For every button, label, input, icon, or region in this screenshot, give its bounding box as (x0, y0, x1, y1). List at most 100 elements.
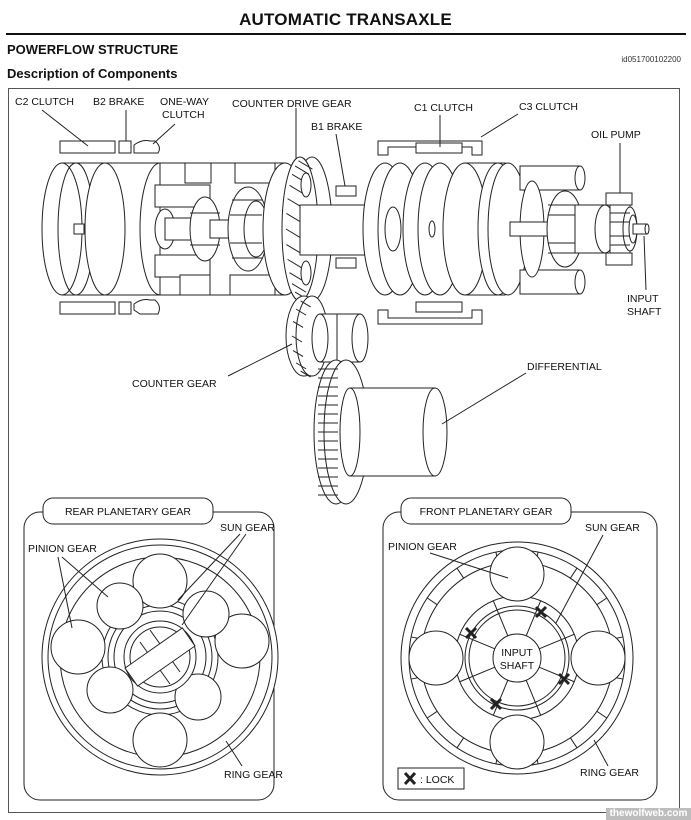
ring-tooth (426, 597, 438, 606)
gear-tooth (292, 321, 304, 328)
label-c1-clutch: C1 CLUTCH (414, 102, 473, 114)
pinion-gear (174, 673, 222, 721)
label-c2-clutch: C2 CLUTCH (15, 96, 74, 108)
gear-tooth (291, 283, 307, 293)
label-b2-brake: B2 BRAKE (93, 96, 144, 108)
label-one-way-clutch-line1: ONE-WAY (160, 96, 209, 108)
c3-clutch-bracket-bottom (377, 309, 483, 325)
lock-legend-label: : LOCK (420, 774, 454, 786)
title-rule (6, 33, 686, 35)
c2-clutch-plate-top (59, 140, 116, 154)
front-input-shaft-label-line2: SHAFT (500, 660, 535, 672)
b1-brake-pad-top (335, 185, 357, 197)
front-panel-title: FRONT PLANETARY GEAR (420, 506, 553, 518)
front-input-shaft-hub (492, 633, 542, 683)
lock-marker-icon (557, 672, 571, 686)
front-sun-gear-label: SUN GEAR (585, 522, 640, 534)
rear-planetary-panel: REAR PLANETARY GEAR PINION GEAR SUN GEAR… (23, 497, 283, 801)
ring-tooth (596, 710, 608, 719)
front-planetary-assembly (509, 165, 616, 295)
front-input-shaft-label-line1: INPUT (501, 647, 533, 659)
gear-tooth (292, 350, 304, 357)
c1-clutch-plate-top (415, 142, 463, 154)
b2-brake-pad-bottom (118, 301, 132, 315)
pinion-gear (132, 712, 188, 768)
label-differential: DIFFERENTIAL (527, 361, 602, 373)
label-input-shaft-line2: SHAFT (627, 306, 662, 318)
gear-tooth (295, 308, 307, 316)
pinion-gear (96, 582, 144, 630)
gear-tooth (291, 335, 303, 343)
lock-marker-icon (534, 605, 548, 619)
ring-tooth (426, 710, 438, 719)
b1-brake-pad-bottom (335, 257, 357, 269)
label-input-shaft-line1: INPUT (627, 293, 659, 305)
pinion-gear (86, 666, 134, 714)
sun-spoke (525, 679, 542, 716)
ring-tooth (456, 567, 465, 579)
gear-tooth (289, 272, 304, 282)
pinion-gear (489, 546, 545, 602)
pinion-gear (408, 630, 464, 686)
pinion-gear (132, 553, 188, 609)
label-one-way-clutch-line2: CLUTCH (162, 109, 205, 121)
gear-tooth (298, 160, 313, 170)
b2-brake-pad-top (118, 140, 132, 154)
gear-tooth (295, 362, 307, 370)
rear-pinion-gear-label: PINION GEAR (28, 543, 97, 555)
rear-sun-gear-label: SUN GEAR (220, 522, 275, 534)
pinion-gear (489, 714, 545, 770)
front-planetary-panel: FRONT PLANETARY GEAR INPUT SHAFT PINION … (382, 497, 658, 801)
sun-spoke (459, 666, 496, 683)
ring-tooth (569, 567, 578, 579)
rear-panel-title: REAR PLANETARY GEAR (65, 506, 191, 518)
sun-spoke (492, 600, 509, 637)
ring-tooth (456, 737, 465, 749)
gear-tooth (300, 300, 311, 308)
watermark: thewolfweb.com (606, 808, 691, 820)
c2-clutch-drum (41, 162, 181, 296)
rear-ring-gear-label: RING GEAR (224, 769, 283, 781)
gear-tooth (285, 228, 301, 238)
label-oil-pump: OIL PUMP (591, 129, 641, 141)
counter-gear (285, 295, 369, 378)
front-ring-gear-label: RING GEAR (580, 767, 639, 779)
c1-clutch-plate-bottom (415, 301, 463, 313)
main-assembly (41, 108, 650, 505)
lock-legend: : LOCK (397, 767, 465, 790)
sun-spoke (538, 633, 575, 650)
ring-tooth (596, 597, 608, 606)
differential (313, 359, 448, 505)
gear-tooth (300, 370, 311, 378)
document-id: id051700102200 (621, 55, 681, 64)
c1-c3-clutch-discs (362, 162, 529, 296)
x-lock-icon (403, 771, 417, 786)
label-counter-drive-gear: COUNTER DRIVE GEAR (232, 98, 352, 110)
gear-tooth (287, 198, 302, 208)
front-pinion-gear-label: PINION GEAR (388, 541, 457, 553)
pinion-gear (50, 619, 106, 675)
ring-tooth (569, 737, 578, 749)
pinion-gear (570, 630, 626, 686)
sun-spoke (492, 679, 509, 716)
lock-marker-icon (489, 697, 503, 711)
gear-tooth (289, 184, 304, 195)
section-heading: POWERFLOW STRUCTURE (7, 42, 179, 57)
sun-spoke (525, 600, 542, 637)
c2-clutch-plate-bottom (59, 301, 116, 315)
gear-tooth (286, 244, 301, 254)
one-way-clutch-bottom (133, 299, 160, 315)
page-title: AUTOMATIC TRANSAXLE (239, 10, 452, 29)
subsection-heading: Description of Components (7, 66, 178, 81)
sun-spoke (538, 666, 575, 683)
gear-tooth (287, 258, 302, 269)
label-counter-gear: COUNTER GEAR (132, 378, 217, 390)
oil-pump (605, 192, 638, 266)
label-b1-brake: B1 BRAKE (311, 121, 362, 133)
lock-marker-icon (464, 626, 478, 640)
label-c3-clutch: C3 CLUTCH (519, 101, 578, 113)
diagram-frame (8, 88, 680, 813)
one-way-clutch-top (133, 140, 160, 154)
pinion-gear (214, 613, 270, 669)
